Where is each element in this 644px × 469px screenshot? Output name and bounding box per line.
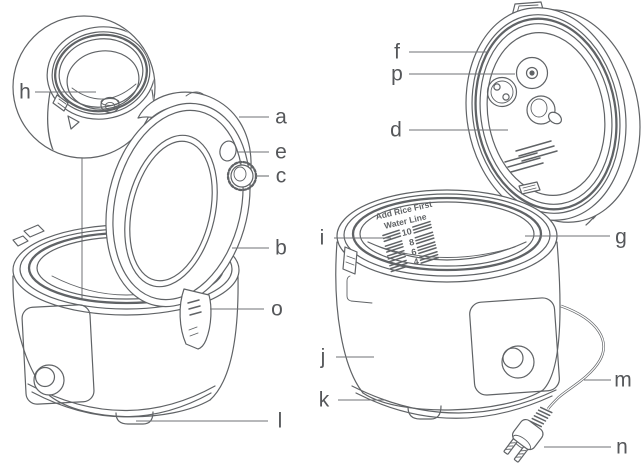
left-lid-open — [105, 91, 258, 350]
callout-o: o — [271, 297, 283, 321]
lid-open-button — [219, 140, 237, 162]
callout-p: p — [391, 62, 403, 86]
right-cooker-body — [335, 189, 561, 420]
water-level-8: 8 — [408, 237, 415, 248]
plug-prongs — [503, 438, 528, 463]
callout-i: i — [319, 226, 325, 250]
inner-lid-plate — [486, 32, 606, 196]
callout-h: h — [19, 80, 31, 104]
callout-n: n — [616, 435, 628, 459]
power-cord — [546, 304, 605, 410]
callout-b: b — [275, 236, 287, 260]
water-level-4: 4 — [413, 256, 420, 267]
lid-lock-knob — [526, 95, 563, 125]
callout-m: m — [614, 368, 632, 392]
lid-hinge-latch — [179, 288, 212, 350]
lid-vent-slots — [504, 140, 558, 173]
water-level-6: 6 — [410, 247, 417, 258]
water-level-10: 10 — [401, 226, 413, 238]
callout-f: f — [394, 40, 400, 64]
water-line-markings: Add Rice First Water Line 10 8 6 4 — [375, 199, 440, 273]
lid-float-valve — [486, 76, 518, 108]
plug-body — [511, 418, 544, 451]
lid-latch-tab — [518, 181, 541, 195]
lid-valve-knob — [226, 160, 258, 192]
callout-k: k — [318, 388, 330, 412]
callout-g: g — [615, 225, 627, 249]
callout-j: j — [320, 345, 326, 369]
callout-c: c — [275, 164, 287, 188]
power-plug — [503, 406, 553, 463]
callout-l: l — [277, 409, 283, 433]
callout-e: e — [275, 140, 287, 164]
callout-a: a — [275, 105, 287, 129]
lid-gasket-rings — [471, 14, 621, 214]
lid-top-notch — [185, 91, 204, 97]
right-lid-open — [465, 1, 641, 226]
lid-valve-disc — [515, 56, 549, 90]
callout-d: d — [390, 118, 402, 142]
callout-leader-lines — [35, 51, 611, 448]
inset-detail-circle — [12, 15, 156, 159]
